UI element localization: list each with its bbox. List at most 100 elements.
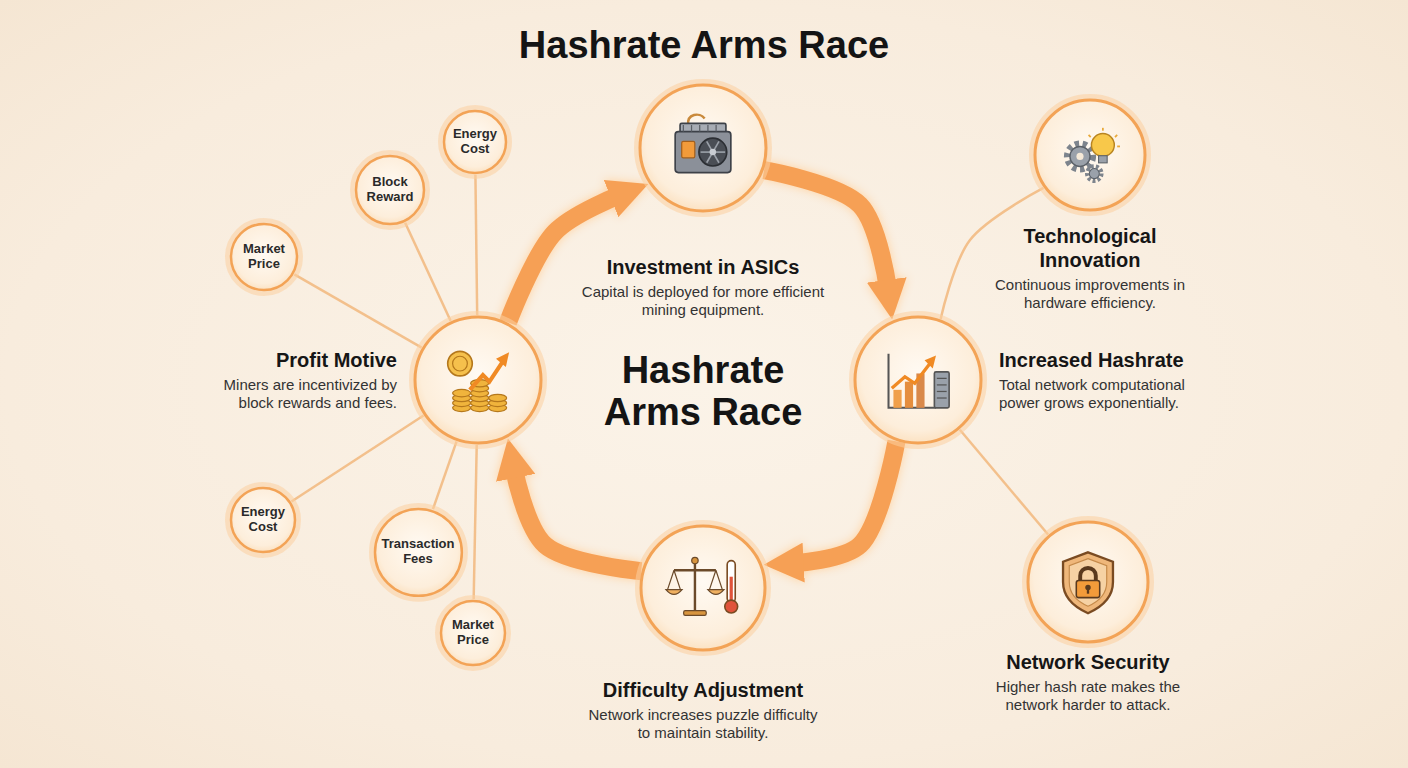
circle-outline [409,311,547,449]
icon-part [692,557,698,563]
icon-part [675,132,731,173]
icon-part [699,138,727,166]
icon-part [1076,153,1083,160]
icon-part [699,125,700,132]
factor-label: Transaction Fees [382,537,455,567]
center-label: Hashrate Arms Race [588,350,818,434]
node-heading: Investment in ASICs [578,255,828,279]
node-heading: Profit Motive [197,348,397,372]
node-caption: Network SecurityHigher hash rate makes t… [981,650,1196,714]
factor-circle: Transaction Fees [369,503,468,602]
icon-part [682,141,695,157]
icon-part [496,352,509,367]
icon-part [892,362,931,388]
circle-shape [1035,100,1145,210]
node-heading: Technological Innovation [990,224,1190,272]
icon-part [937,378,947,379]
circle-glow [439,599,507,667]
icon-part [666,590,682,595]
circle-glow [1033,98,1147,212]
icon-part [715,125,716,132]
diagram-title: Hashrate Arms Race [0,24,1408,67]
link-line [475,175,477,315]
circle-outline [635,520,771,656]
node-body: Continuous improvements in hardware effi… [990,276,1190,312]
icon-part [1089,135,1091,137]
factor-label: Energy Cost [453,127,497,157]
circle-shape [641,526,765,650]
icon-part [470,362,503,390]
node-body: Miners are incentivized by block rewards… [197,376,397,412]
process-circle: Network SecurityHigher hash rate makes t… [1022,516,1154,648]
circle-shape [1028,522,1148,642]
circle-glow [229,222,299,292]
process-circle: Investment in ASICsCapital is deployed f… [634,79,772,217]
factor-label: Market Price [243,242,285,272]
circle-outline [634,79,772,217]
icon-part [1117,146,1120,148]
icon-part [684,611,707,616]
node-body: Higher hash rate makes the network harde… [981,678,1196,714]
icon [666,557,738,615]
factor-circle: Market Price [225,218,303,296]
icon-part [707,125,708,132]
cycle-arrow [514,468,642,571]
icon-part [448,351,473,376]
icon-part [1099,156,1108,163]
circle-shape [855,317,981,443]
circle-glow [373,507,464,598]
circle-glow [638,83,768,213]
icon-part [710,149,717,156]
link-line [291,415,423,501]
icon-part [668,570,723,589]
circle-outline [1029,94,1151,216]
circle-glow [1026,520,1150,644]
icon-part [1091,134,1114,157]
node-body: Capital is deployed for more efficient m… [578,283,828,319]
circle-shape [231,224,297,290]
link-line [433,441,457,509]
icon-part [937,391,947,392]
circle-glow [639,524,767,652]
circle-outline [849,311,987,449]
factor-circle: Market Price [435,595,511,671]
link-line [405,223,451,321]
icon-part [453,356,468,371]
node-caption: Increased HashrateTotal network computat… [999,348,1214,412]
process-circle: Increased HashrateTotal network computat… [849,311,987,449]
factor-circle: Block Reward [350,150,430,230]
node-heading: Difficulty Adjustment [581,678,826,702]
circle-glow [853,315,983,445]
cycle-arrow [508,195,620,322]
icon-part [730,577,733,603]
icon-part [893,390,901,408]
factor-circle: Energy Cost [438,105,512,179]
process-circle: Difficulty AdjustmentNetwork increases p… [635,520,771,656]
icon-part [925,355,936,368]
circle-glow [413,315,543,445]
process-circle: Profit MotiveMiners are incentivized by … [409,311,547,449]
icon-part [1070,146,1090,166]
icon-part [1087,588,1089,593]
icon-part [1067,144,1093,170]
icon [889,354,950,408]
circle-outline [1022,516,1154,648]
process-circle: Technological InnovationContinuous impro… [1029,94,1151,216]
icon-part [691,125,692,132]
node-caption: Difficulty AdjustmentNetwork increases p… [581,678,826,742]
icon-part [905,382,913,408]
circle-shape [375,509,462,596]
node-caption: Investment in ASICsCapital is deployed f… [578,255,828,319]
icon-part [674,569,716,571]
icon [1063,552,1113,613]
icon-part [1087,166,1101,180]
icon-part [889,354,937,408]
icon-part [708,590,724,595]
circle-shape [356,156,424,224]
icon [448,351,509,411]
icon-part [725,600,738,613]
circle-glow [442,109,508,175]
node-caption: Profit MotiveMiners are incentivized by … [197,348,397,412]
icon-part [1089,169,1099,179]
node-body: Total network computational power grows … [999,376,1214,412]
